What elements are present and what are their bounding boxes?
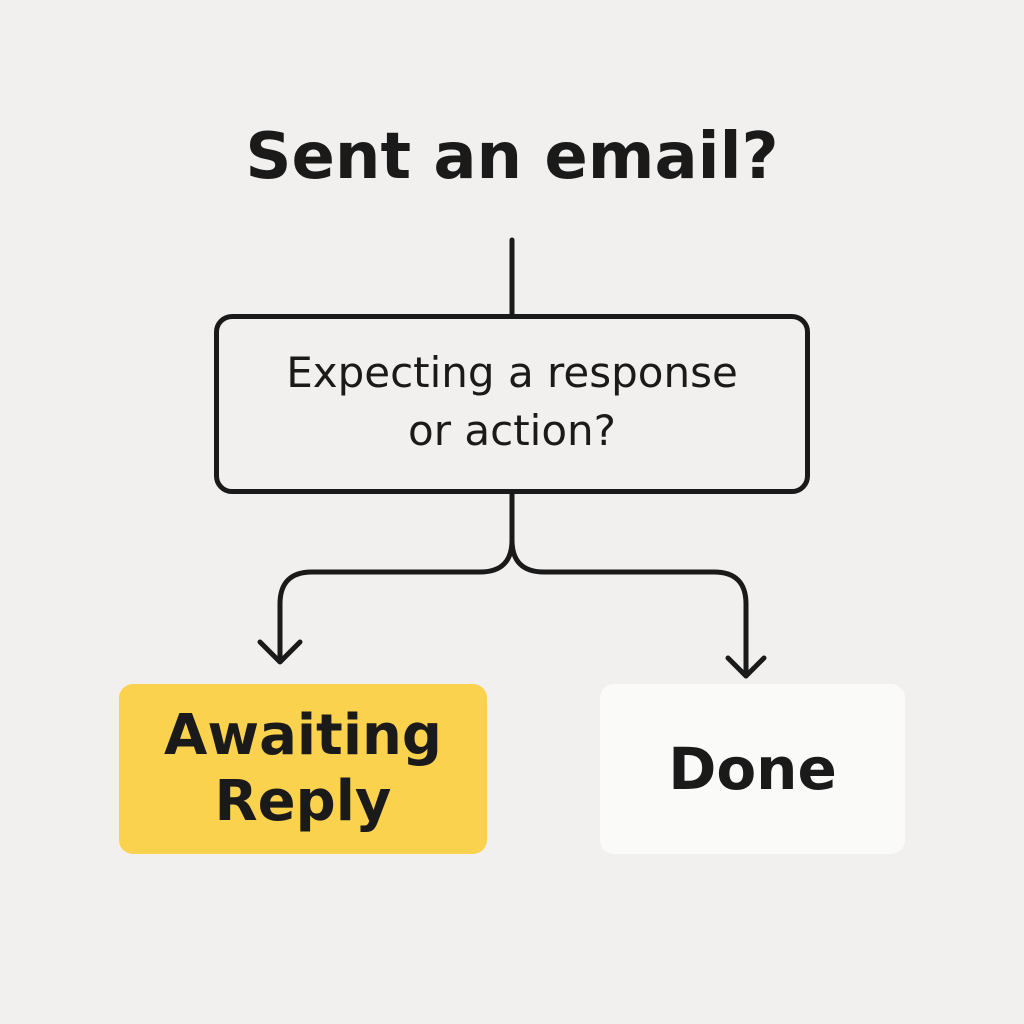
decision-to-awaiting-connector: [277, 491, 515, 663]
decision-label-line2: or action?: [408, 406, 616, 455]
outcome-awaiting-line2: Reply: [214, 769, 392, 834]
decision-label-line1: Expecting a response: [286, 348, 738, 397]
decision-label: Expecting a response or action?: [252, 344, 772, 460]
outcome-awaiting-reply: Awaiting Reply: [119, 684, 487, 854]
awaiting-arrowhead-icon: [257, 639, 303, 665]
outcome-awaiting-label: Awaiting Reply: [164, 703, 442, 835]
done-arrowhead-icon: [725, 655, 767, 679]
decision-node: Expecting a response or action?: [214, 314, 810, 494]
outcome-done: Done: [600, 684, 905, 854]
outcome-awaiting-line1: Awaiting: [164, 703, 442, 768]
decision-to-done-connector: [509, 537, 749, 679]
outcome-done-label: Done: [668, 735, 837, 803]
diagram-title: Sent an email?: [245, 120, 779, 194]
